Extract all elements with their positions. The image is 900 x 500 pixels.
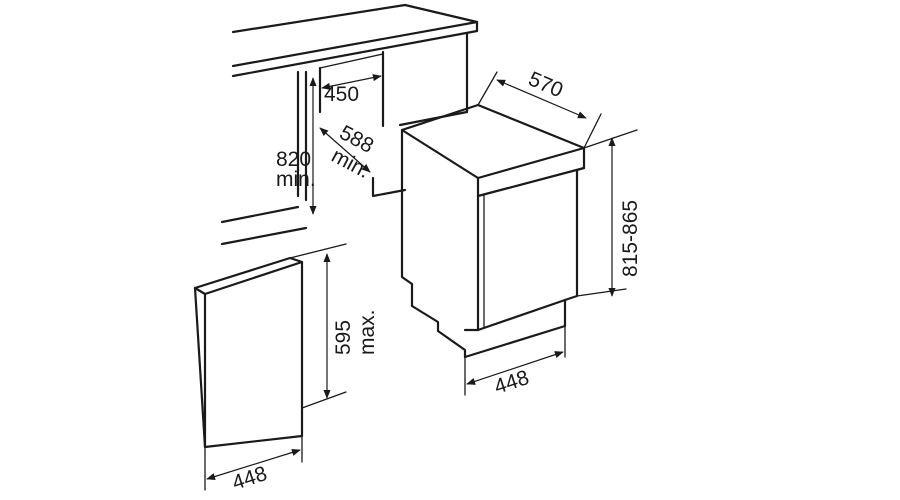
dimension-panel-height: 595 max. bbox=[289, 243, 379, 409]
appliance-depth-label: 570 bbox=[525, 67, 566, 102]
dimension-appliance-depth: 570 bbox=[477, 67, 602, 149]
dimension-appliance-height: 815-865 bbox=[576, 129, 642, 297]
dishwasher-body bbox=[400, 103, 586, 359]
dimension-appliance-width: 448 bbox=[464, 325, 566, 399]
front-panel bbox=[193, 256, 304, 449]
dimension-counter-depth: 588 min. bbox=[319, 121, 377, 183]
counter-width-label: 450 bbox=[324, 83, 359, 106]
panel-height-note: max. bbox=[356, 309, 379, 355]
panel-height-label: 595 bbox=[332, 320, 355, 355]
dimension-counter-height: 820 min. bbox=[276, 77, 317, 215]
panel-width-label: 448 bbox=[229, 462, 269, 495]
appliance-height-label: 815-865 bbox=[619, 200, 642, 277]
dimension-counter-width: 450 bbox=[321, 74, 382, 106]
counter-height-note: min. bbox=[276, 168, 316, 191]
appliance-width-label: 448 bbox=[491, 366, 531, 399]
counter-height-label: 820 bbox=[276, 148, 311, 171]
